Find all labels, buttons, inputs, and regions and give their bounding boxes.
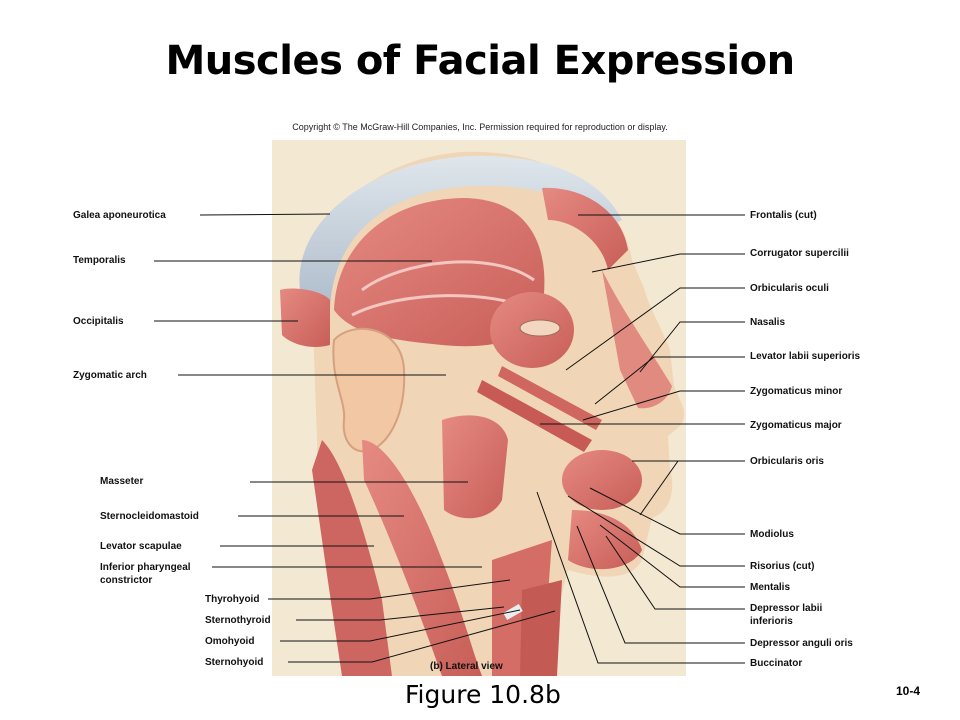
label-zygomatic-arch: Zygomatic arch [73, 370, 147, 381]
copyright-notice: Copyright © The McGraw-Hill Companies, I… [292, 122, 668, 132]
label-galea-aponeurotica: Galea aponeurotica [73, 210, 166, 221]
label-omohyoid: Omohyoid [205, 636, 255, 647]
figure-caption: Figure 10.8b [405, 680, 561, 709]
label-zygomaticus-major: Zygomaticus major [750, 420, 842, 431]
label-temporalis: Temporalis [73, 255, 126, 266]
label-modiolus: Modiolus [750, 529, 794, 540]
label-line-2: inferioris [750, 616, 793, 627]
label-corrugator-supercilii: Corrugator supercilii [750, 248, 849, 259]
label-masseter: Masseter [100, 476, 144, 487]
label-depressor-anguli-oris: Depressor anguli oris [750, 638, 853, 649]
label-buccinator: Buccinator [750, 658, 803, 669]
label-line-2: constrictor [100, 575, 153, 586]
label-levator-labii-superioris: Levator labii superioris [750, 351, 861, 362]
label-levator-scapulae: Levator scapulae [100, 541, 182, 552]
label-depressor-labii-inferioris: Depressor labii inferioris [750, 602, 822, 628]
label-nasalis: Nasalis [750, 317, 786, 328]
label-mentalis: Mentalis [750, 582, 791, 593]
head-lateral-view-image [280, 151, 685, 676]
label-orbicularis-oculi: Orbicularis oculi [750, 283, 829, 294]
label-occipitalis: Occipitalis [73, 316, 124, 327]
label-risorius: Risorius (cut) [750, 561, 815, 572]
anatomy-illustration [272, 140, 686, 676]
label-inferior-pharyngeal-constrictor: Inferior pharyngeal constrictor [100, 561, 191, 587]
label-line-1: Inferior pharyngeal [100, 562, 191, 573]
label-thyrohyoid: Thyrohyoid [205, 594, 260, 605]
slide-number: 10-4 [896, 684, 921, 698]
label-sternocleidomastoid: Sternocleidomastoid [100, 511, 199, 522]
label-frontalis: Frontalis (cut) [750, 210, 817, 221]
label-sternohyoid: Sternohyoid [205, 657, 264, 668]
view-caption: (b) Lateral view [430, 661, 503, 672]
label-line-1: Depressor labii [750, 603, 823, 614]
label-orbicularis-oris: Orbicularis oris [750, 456, 824, 467]
label-sternothyroid: Sternothyroid [205, 615, 271, 626]
label-zygomaticus-minor: Zygomaticus minor [750, 386, 843, 397]
slide-title: Muscles of Facial Expression [165, 38, 795, 84]
